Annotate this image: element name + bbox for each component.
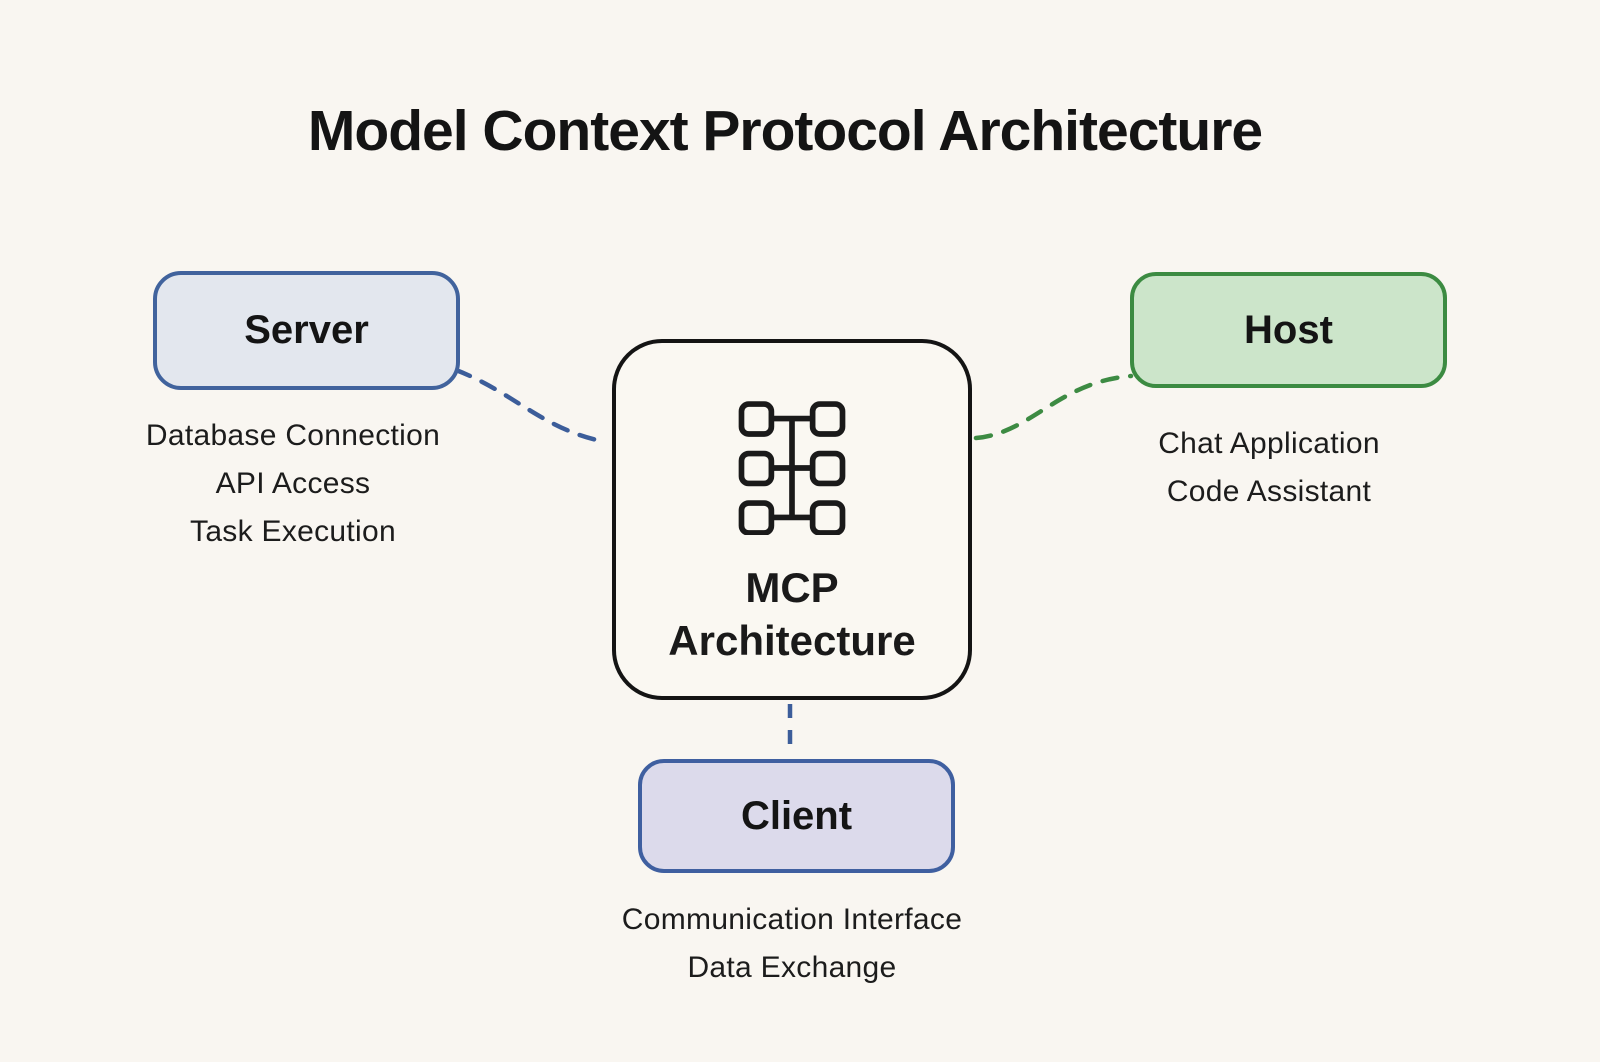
mcp-architecture-label-line2: Architecture (668, 617, 916, 664)
client-node: Client (638, 759, 955, 873)
connector-server-to-mcp (453, 367, 609, 445)
connector-mcp-to-host (973, 373, 1134, 441)
server-feature: Task Execution (190, 515, 396, 548)
host-node-label: Host (1244, 307, 1333, 352)
host-feature: Chat Application (1158, 427, 1380, 460)
server-feature: Database Connection (145, 419, 441, 452)
host-feature-list: Chat Application Code Assistant (1109, 420, 1429, 516)
mcp-architecture-node: MCP Architecture (612, 339, 972, 700)
client-feature: Communication Interface (621, 903, 963, 936)
mcp-architecture-label-line1: MCP (745, 564, 839, 611)
host-node: Host (1130, 272, 1447, 388)
server-feature: API Access (215, 467, 371, 500)
server-node: Server (153, 271, 460, 390)
client-feature: Data Exchange (687, 951, 897, 984)
mcp-architecture-label: MCP Architecture (668, 561, 915, 667)
client-feature-list: Communication Interface Data Exchange (602, 896, 982, 992)
network-nodes-icon (738, 401, 846, 535)
server-feature-list: Database Connection API Access Task Exec… (133, 412, 453, 556)
client-node-label: Client (740, 793, 853, 838)
server-node-label: Server (244, 308, 369, 352)
host-feature: Code Assistant (1166, 475, 1372, 508)
diagram-title: Model Context Protocol Architecture (307, 99, 1263, 163)
